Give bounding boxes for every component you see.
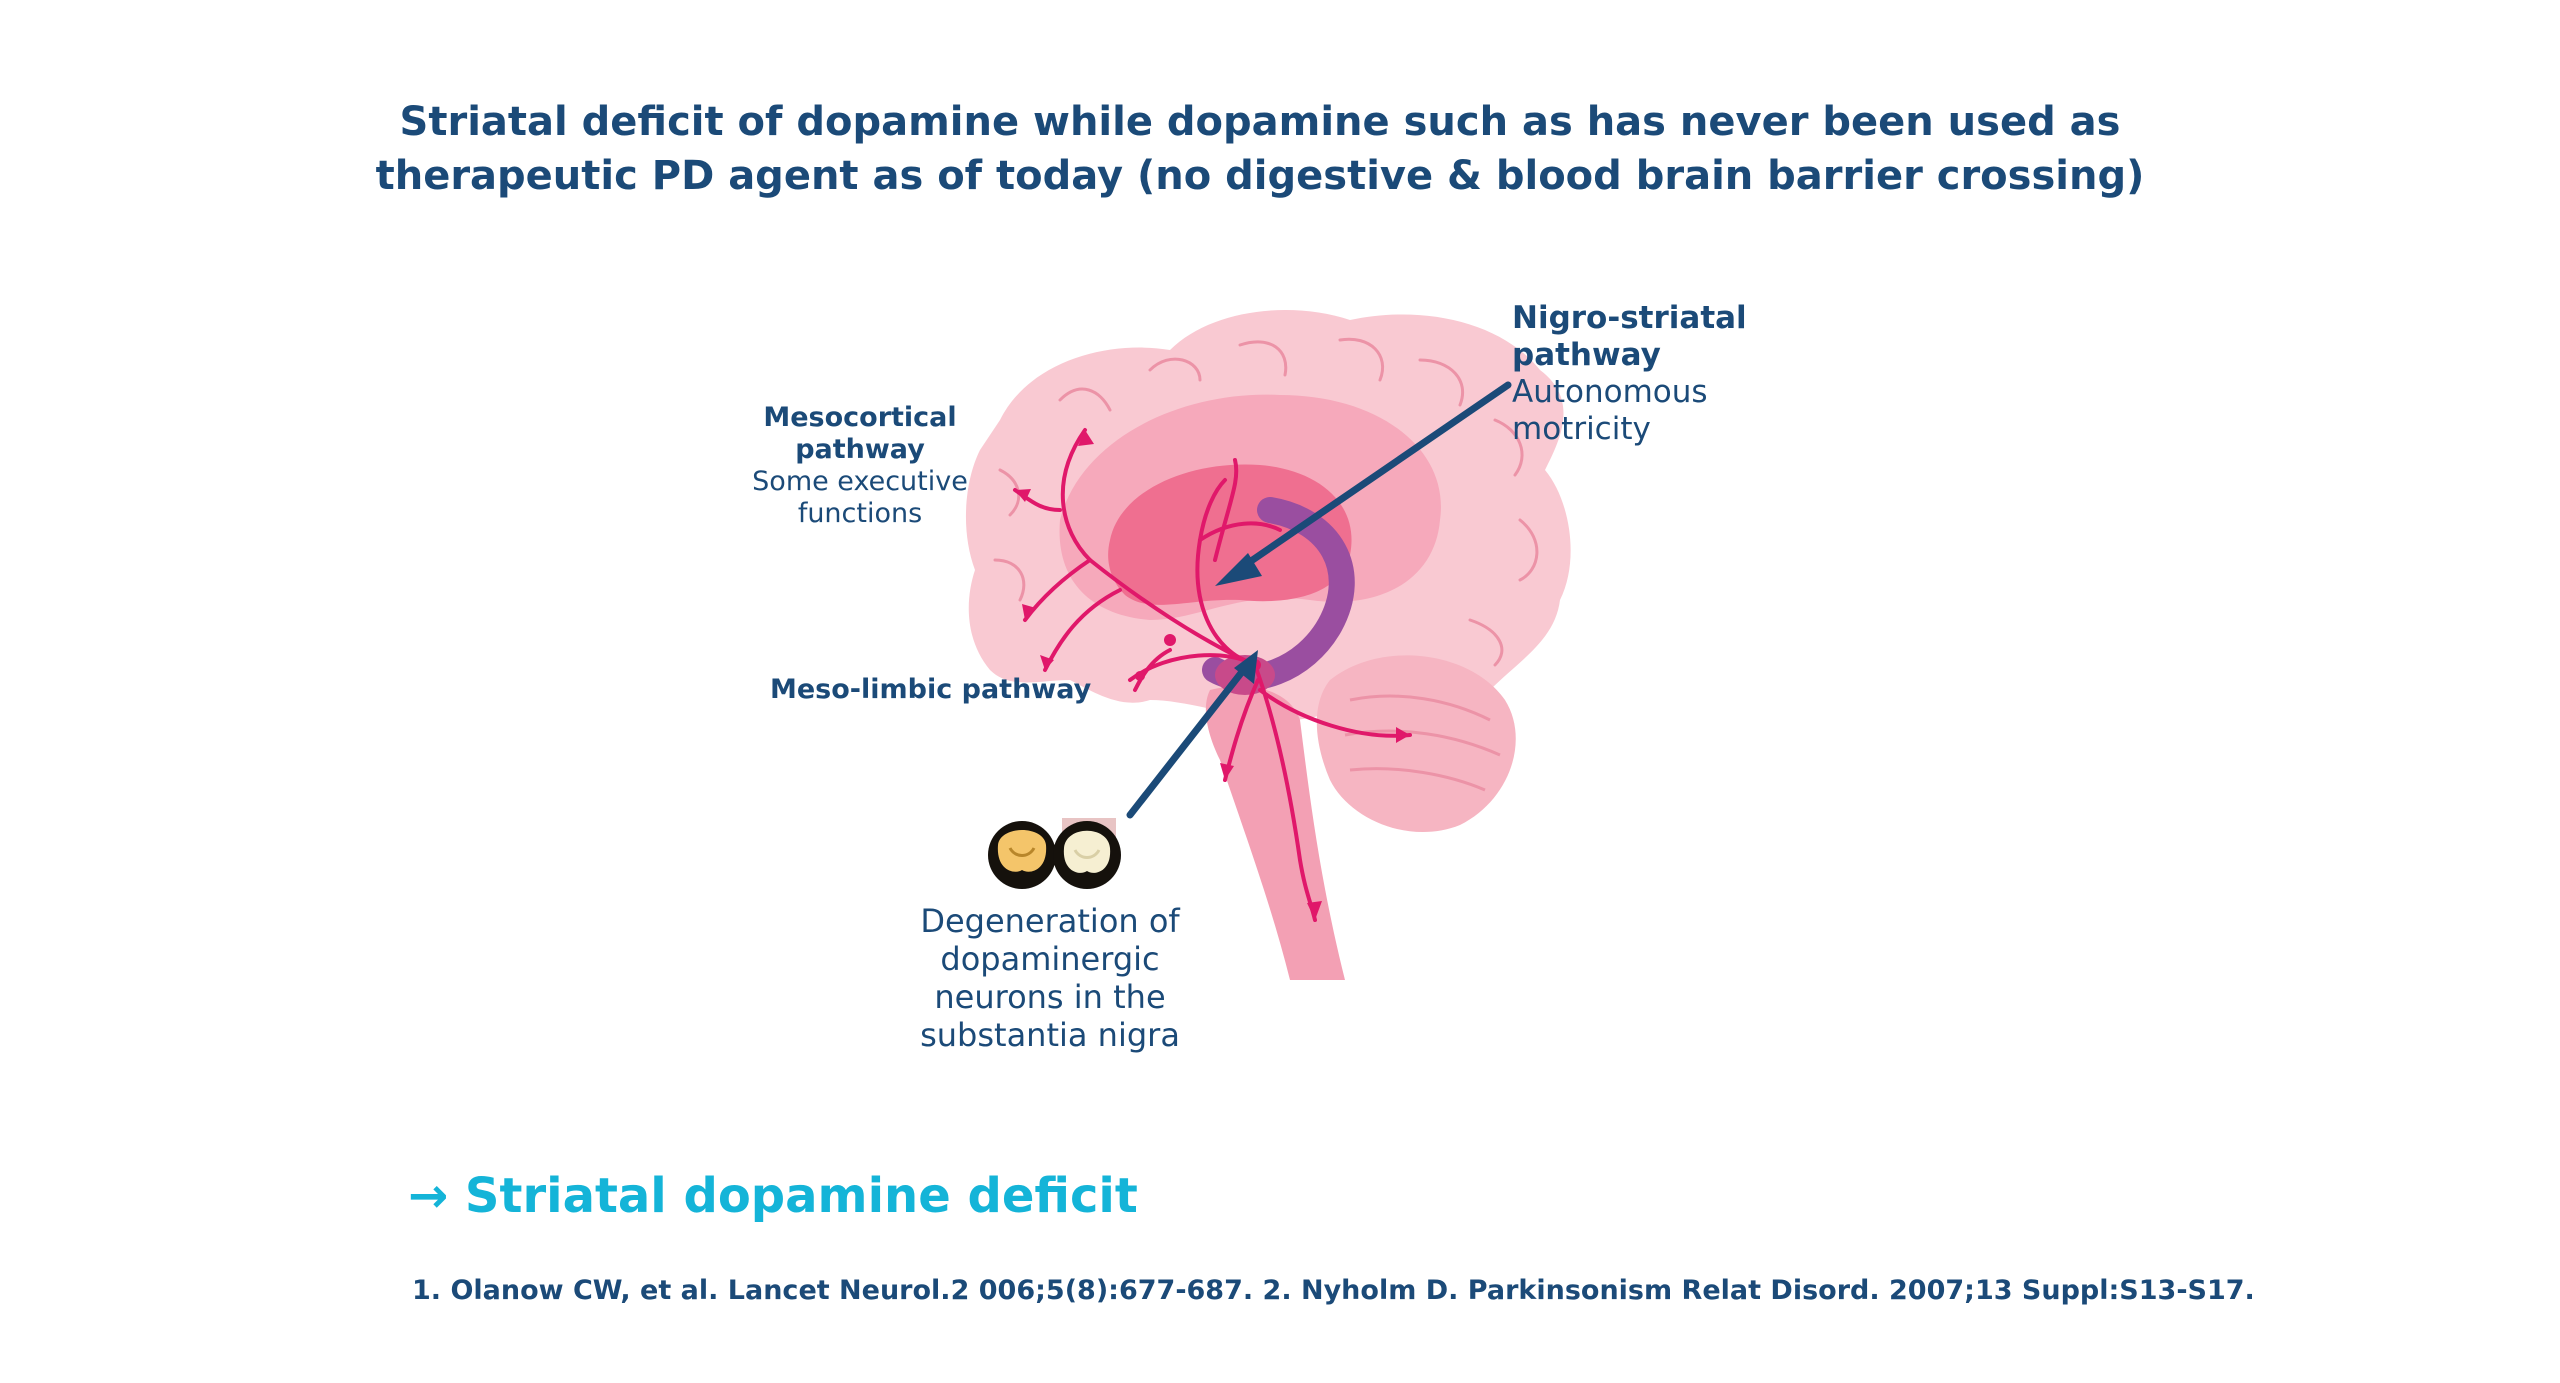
slide-title-line-2: therapeutic PD agent as of today (no dig… (375, 153, 2145, 199)
mesolimbic-label: Meso-limbic pathway (770, 674, 1092, 705)
slide-title: Striatal deficit of dopamine while dopam… (330, 95, 2190, 203)
nigro-striatal-arrowhead (1215, 553, 1262, 586)
mesocortical-desc-2: functions (797, 498, 923, 529)
mesocortical-label: Mesocortical pathway Some executive func… (730, 402, 990, 530)
striatum-region (1108, 464, 1352, 605)
pointer-arrows (1126, 381, 1512, 819)
nigro-striatal-arrow (1231, 381, 1512, 576)
conclusion-text: → Striatal dopamine deficit (408, 1168, 1138, 1224)
mesocortical-desc-1: Some executive (752, 466, 968, 497)
nigro-title-2: pathway (1512, 337, 1661, 373)
histology-images (988, 818, 1121, 889)
degeneration-line-4: substantia nigra (920, 1016, 1180, 1054)
substantia-nigra-arrowhead (1234, 650, 1258, 684)
degeneration-line-2: dopaminergic (940, 940, 1160, 978)
nigro-desc-2: motricity (1512, 411, 1651, 447)
substantia-nigra-arrow (1126, 664, 1249, 819)
degeneration-line-3: neurons in the (934, 978, 1166, 1016)
mesocortical-title-2: pathway (795, 434, 925, 465)
nigro-title-1: Nigro-striatal (1512, 300, 1747, 336)
nigro-desc-1: Autonomous (1512, 374, 1708, 410)
cortical-folds (993, 337, 1539, 667)
degeneration-line-1: Degeneration of (920, 902, 1180, 940)
mesocortical-title-1: Mesocortical (763, 402, 957, 433)
cerebellum (1316, 655, 1516, 833)
slide-title-line-1: Striatal deficit of dopamine while dopam… (399, 99, 2121, 145)
degeneration-label: Degeneration of dopaminergic neurons in … (890, 902, 1210, 1054)
nigro-striatal-label: Nigro-striatal pathway Autonomous motric… (1512, 300, 1747, 448)
references: 1. Olanow CW, et al. Lancet Neurol.2 006… (412, 1275, 2255, 1306)
pathway-arrowheads (1015, 430, 1410, 920)
